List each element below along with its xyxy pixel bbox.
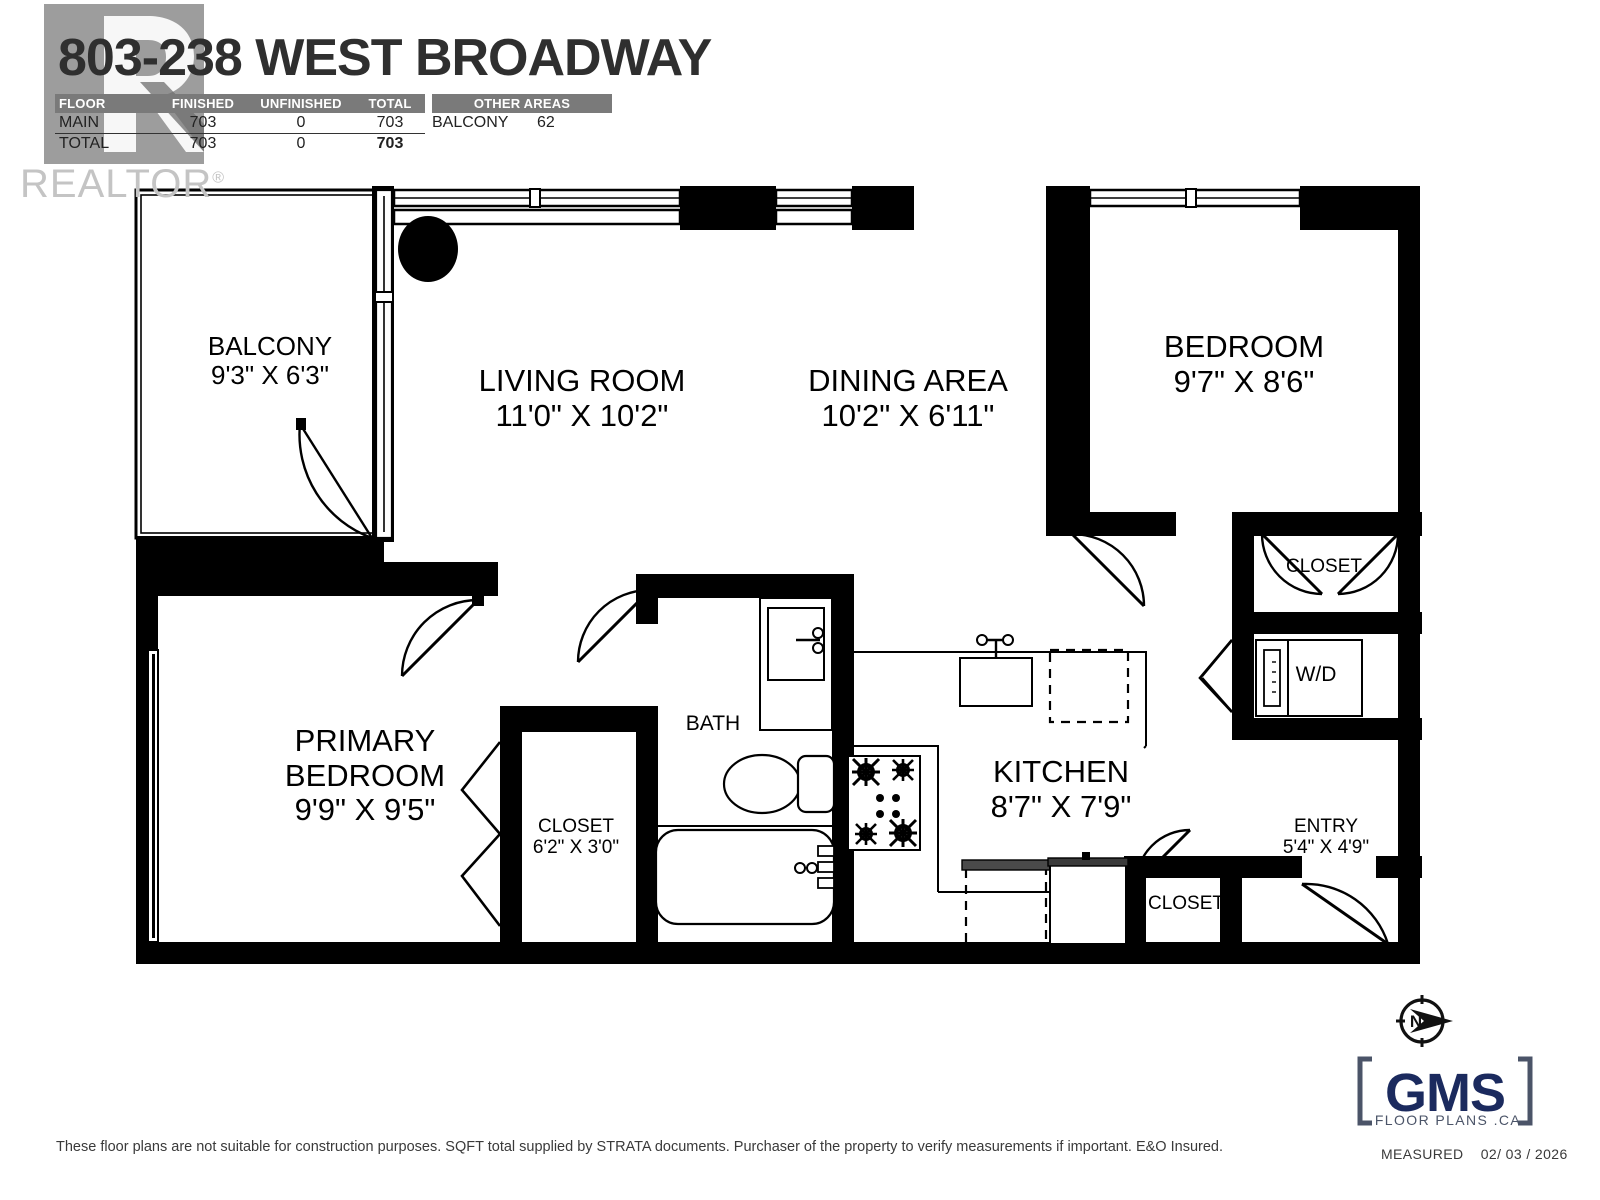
gms-wordmark: GMS FLOOR PLANS .CA bbox=[1357, 1056, 1533, 1128]
kitchen-lower-appliance bbox=[961, 859, 1051, 946]
room-label-primary-closet: CLOSET 6'2" X 3'0" bbox=[508, 816, 644, 859]
cell-unfinished-main: 0 bbox=[247, 113, 355, 134]
room-label-bedroom: BEDROOM 9'7" X 8'6" bbox=[1136, 329, 1352, 399]
room-label-kitchen: KITCHEN 8'7" X 7'9" bbox=[958, 754, 1164, 824]
cell-floor-main: MAIN bbox=[55, 113, 159, 134]
bath-fixtures bbox=[654, 597, 836, 926]
door-primary-closet-bifold bbox=[460, 741, 502, 927]
column-header-total: TOTAL bbox=[355, 94, 425, 113]
cell-finished-total: 703 bbox=[189, 135, 217, 152]
primary-bedroom-name-line2: BEDROOM bbox=[284, 757, 446, 793]
measured-date: MEASURED 02/ 03 / 2026 bbox=[1381, 1146, 1568, 1162]
primary-bedroom-name-line1: PRIMARY bbox=[294, 723, 436, 758]
svg-text:FLOOR PLANS .CA: FLOOR PLANS .CA bbox=[1375, 1112, 1521, 1128]
compass-north-icon: N bbox=[1396, 995, 1453, 1047]
table-row: MAIN 703 0 703 bbox=[55, 113, 425, 134]
cell-finished-main: 703 bbox=[159, 113, 247, 134]
bedroom-dims: 9'7" X 8'6" bbox=[1173, 363, 1315, 399]
kitchen-dims: 8'7" X 7'9" bbox=[990, 788, 1132, 824]
bedroom-closet-name: CLOSET bbox=[1285, 556, 1363, 577]
entry-name: ENTRY bbox=[1293, 816, 1359, 837]
room-label-living-room: LIVING ROOM 11'0" X 10'2" bbox=[440, 363, 724, 433]
bedroom-name: BEDROOM bbox=[1163, 329, 1325, 364]
kitchen-sink bbox=[959, 634, 1033, 707]
balcony-name: BALCONY bbox=[207, 331, 333, 361]
measured-value: 02/ 03 / 2026 bbox=[1480, 1146, 1568, 1162]
window-top-dining bbox=[774, 188, 854, 226]
room-label-dining-area: DINING AREA 10'2" X 6'11" bbox=[790, 363, 1026, 433]
structural-column bbox=[398, 216, 458, 282]
compass-letter: N bbox=[1410, 1012, 1422, 1031]
door-laundry-bifold bbox=[1198, 639, 1233, 713]
entry-closet-name: CLOSET bbox=[1147, 893, 1225, 914]
kitchen-name: KITCHEN bbox=[992, 754, 1130, 789]
cell-unfinished-total: 0 bbox=[296, 135, 306, 152]
door-bedroom bbox=[1070, 532, 1146, 608]
window-top-bedroom bbox=[1088, 188, 1302, 208]
laundry-name: W/D bbox=[1295, 663, 1337, 686]
measured-label: MEASURED bbox=[1381, 1146, 1464, 1162]
column-header-unfinished: UNFINISHED bbox=[247, 94, 355, 113]
door-bedroom-closet-left bbox=[1260, 532, 1324, 596]
dining-area-name: DINING AREA bbox=[808, 363, 1008, 398]
kitchen-range bbox=[847, 755, 921, 851]
other-areas-row: BALCONY 62 bbox=[432, 113, 612, 132]
primary-closet-dims: 6'2" X 3'0" bbox=[532, 837, 620, 859]
other-areas-label: BALCONY bbox=[432, 114, 509, 131]
primary-bedroom-dims: 9'9" X 9'5" bbox=[294, 792, 436, 828]
table-row: TOTAL 703 0 703 bbox=[55, 134, 425, 155]
washer-dryer-unit bbox=[1255, 639, 1363, 717]
room-label-laundry: W/D bbox=[1284, 663, 1348, 687]
entry-dims: 5'4" X 4'9" bbox=[1282, 837, 1370, 859]
balcony-structure bbox=[134, 188, 386, 540]
window-top-living bbox=[392, 188, 682, 226]
living-room-name: LIVING ROOM bbox=[478, 363, 686, 398]
unit-walls bbox=[136, 186, 1420, 964]
disclaimer-text: These floor plans are not suitable for c… bbox=[56, 1139, 1223, 1155]
door-primary-bedroom bbox=[400, 594, 484, 678]
cell-total-main: 703 bbox=[355, 113, 425, 134]
door-entry-closet bbox=[1134, 828, 1192, 886]
balcony-dims: 9'3" X 6'3" bbox=[210, 360, 329, 391]
dining-area-dims: 10'2" X 6'11" bbox=[821, 397, 995, 433]
door-entry bbox=[1301, 882, 1390, 946]
door-bedroom-closet-right bbox=[1336, 532, 1400, 596]
room-label-entry: ENTRY 5'4" X 4'9" bbox=[1256, 816, 1396, 859]
gms-logo: N GMS FLOOR PLANS .CA bbox=[1357, 995, 1533, 1128]
kitchen-refrigerator bbox=[1047, 852, 1129, 945]
room-label-balcony: BALCONY 9'3" X 6'3" bbox=[172, 331, 368, 391]
other-areas-table: OTHER AREAS BALCONY 62 bbox=[432, 94, 612, 132]
door-bath bbox=[576, 588, 652, 664]
room-label-bedroom-closet: CLOSET bbox=[1254, 556, 1394, 577]
room-label-primary-bedroom: PRIMARY BEDROOM 9'9" X 9'5" bbox=[240, 723, 490, 828]
interior-walls bbox=[500, 186, 1422, 944]
table-header-row: FLOOR FINISHED UNFINISHED TOTAL bbox=[55, 94, 425, 113]
area-summary-table: FLOOR FINISHED UNFINISHED TOTAL MAIN 703… bbox=[55, 94, 425, 154]
page-title: 803-238 WEST BROADWAY bbox=[58, 29, 712, 87]
other-areas-heading: OTHER AREAS bbox=[432, 94, 612, 113]
cell-floor-total: TOTAL bbox=[59, 135, 110, 152]
living-room-dims: 11'0" X 10'2" bbox=[495, 397, 669, 433]
primary-closet-name: CLOSET bbox=[537, 816, 615, 837]
room-label-entry-closet: CLOSET bbox=[1136, 893, 1236, 914]
other-areas-value: 62 bbox=[537, 114, 555, 131]
column-header-finished: FINISHED bbox=[159, 94, 247, 113]
column-header-floor: FLOOR bbox=[55, 94, 159, 113]
bath-name: BATH bbox=[685, 712, 741, 735]
balcony-sliding-door bbox=[296, 188, 394, 540]
svg-text:GMS: GMS bbox=[1385, 1063, 1505, 1123]
room-label-bath: BATH bbox=[668, 712, 758, 736]
kitchen-dishwasher bbox=[1048, 648, 1130, 724]
cell-total-total: 703 bbox=[376, 135, 404, 152]
